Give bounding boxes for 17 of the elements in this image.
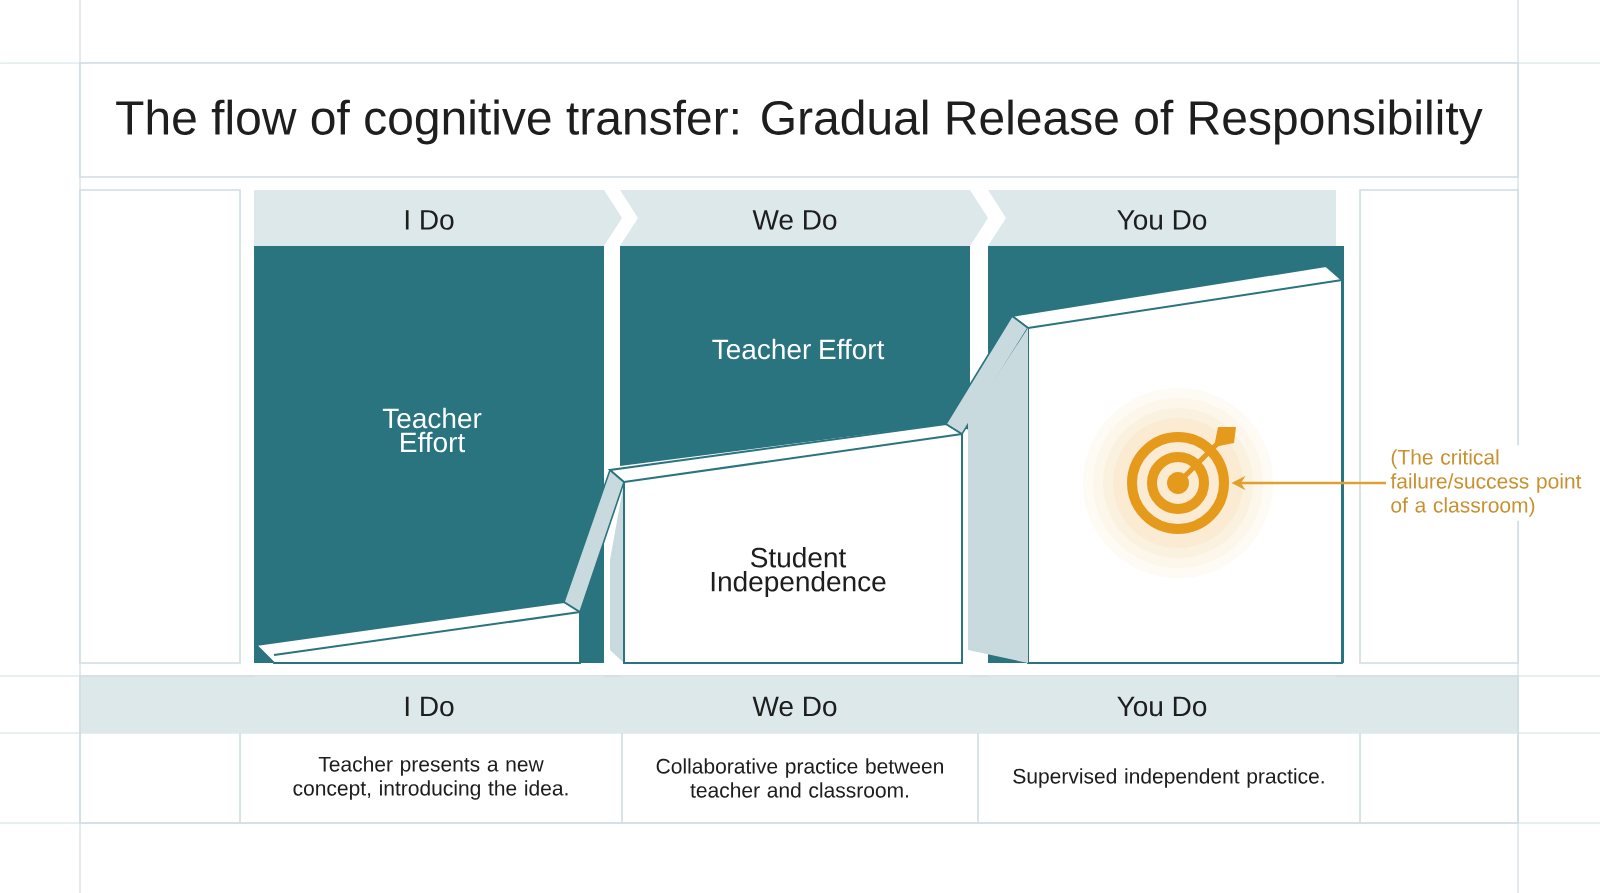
header-band: You Do bbox=[988, 676, 1336, 733]
target-icon bbox=[1083, 388, 1273, 578]
independence-block: Student Independence bbox=[607, 422, 963, 664]
effort-area: Teacher Effort bbox=[620, 246, 970, 466]
description-text: Collaborative practice between teacher and classroom. bbox=[656, 758, 943, 798]
header-band: I Do bbox=[254, 190, 622, 246]
description-text: Supervised independent practice. bbox=[1013, 768, 1324, 788]
header-band: We Do bbox=[620, 190, 988, 246]
node-label: I Do bbox=[405, 696, 454, 717]
header-band: You Do bbox=[988, 190, 1336, 246]
node-label: You Do bbox=[1117, 696, 1207, 717]
node-label: We Do bbox=[752, 696, 837, 717]
header-band: I Do bbox=[254, 676, 622, 733]
description-text: Teacher presents a new concept, introducing the idea. bbox=[293, 756, 568, 800]
annotation-text: (The critical failure/success point of a classroom) bbox=[1386, 445, 1591, 521]
header-band: We Do bbox=[620, 676, 988, 733]
title-box: The flow of cognitive transfer: Gradual Release of Responsibility bbox=[79, 62, 1519, 178]
